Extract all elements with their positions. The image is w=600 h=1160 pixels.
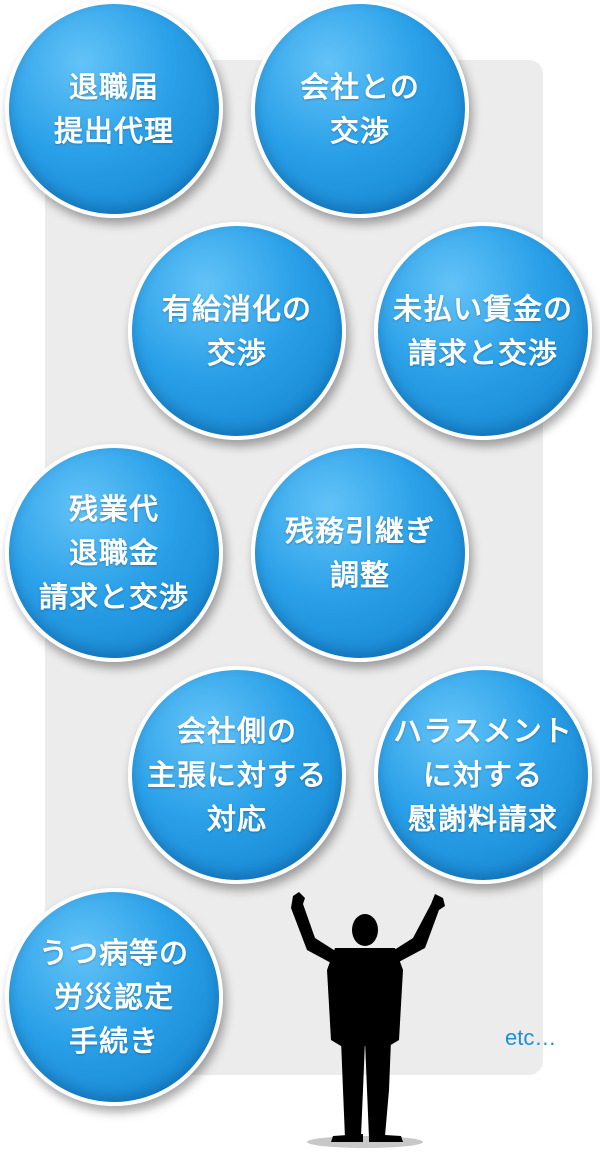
bubble-overtime-retirement-pay: 残業代 退職金 請求と交渉 xyxy=(5,444,223,662)
bubble-label: ハラスメント に対する 慰謝料請求 xyxy=(393,714,573,836)
bubble-company-negotiation: 会社との 交渉 xyxy=(251,0,469,218)
bubble-label: 退職届 提出代理 xyxy=(53,70,174,148)
bubble-resignation-submission: 退職届 提出代理 xyxy=(5,0,223,218)
bubble-paid-leave-negotiation: 有給消化の 交渉 xyxy=(128,222,346,440)
bubble-label: 残業代 退職金 請求と交渉 xyxy=(38,492,189,614)
bubble-handover-adjustment: 残務引継ぎ 調整 xyxy=(251,444,469,662)
bubble-label: うつ病等の 労災認定 手続き xyxy=(38,936,189,1058)
bubble-harassment-damages: ハラスメント に対する 慰謝料請求 xyxy=(374,666,592,884)
bubble-label: 有給消化の 交渉 xyxy=(161,292,312,370)
bubble-label: 未払い賃金の 請求と交渉 xyxy=(392,292,573,370)
bubble-label: 会社側の 主張に対する 対応 xyxy=(146,714,327,836)
bubble-depression-workcomp: うつ病等の 労災認定 手続き xyxy=(5,888,223,1106)
etc-label: etc… xyxy=(505,1025,557,1050)
bubble-label: 会社との 交渉 xyxy=(300,70,420,148)
celebrating-person-icon xyxy=(291,892,445,1148)
bubble-company-claims: 会社側の 主張に対する 対応 xyxy=(128,666,346,884)
bubble-unpaid-wages: 未払い賃金の 請求と交渉 xyxy=(374,222,592,440)
bubble-label: 残務引継ぎ 調整 xyxy=(284,514,435,592)
